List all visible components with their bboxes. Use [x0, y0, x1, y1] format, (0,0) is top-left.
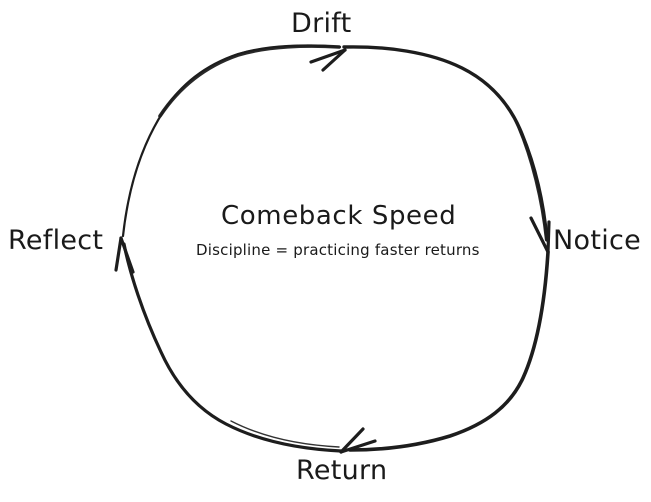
edge-drift-to-notice-path-thin: [514, 120, 548, 242]
center-subtitle: Discipline = practicing faster returns: [196, 241, 480, 259]
node-label-return[interactable]: Return: [296, 455, 388, 486]
node-label-reflect[interactable]: Reflect: [8, 225, 104, 256]
center-title: Comeback Speed: [221, 201, 457, 231]
edge-drift-to-notice-path: [342, 45, 549, 242]
arrowhead-return: [339, 427, 377, 454]
edge-reflect-to-drift-path-overlay: [158, 44, 341, 118]
arrowhead-notice: [529, 216, 551, 254]
node-label-drift[interactable]: Drift: [291, 8, 352, 39]
edge-return-to-reflect-path-sketch: [230, 420, 340, 448]
node-label-notice[interactable]: Notice: [553, 225, 642, 256]
arrowhead-drift: [309, 48, 347, 72]
edge-drift-to-notice: [342, 45, 551, 254]
edge-return-to-reflect-path: [122, 242, 343, 453]
edge-reflect-to-drift: [121, 44, 347, 238]
edge-notice-to-return-path: [348, 250, 550, 452]
edge-notice-to-return: [339, 250, 550, 454]
arrowhead-reflect: [114, 236, 135, 274]
edge-return-to-reflect: [114, 236, 343, 453]
